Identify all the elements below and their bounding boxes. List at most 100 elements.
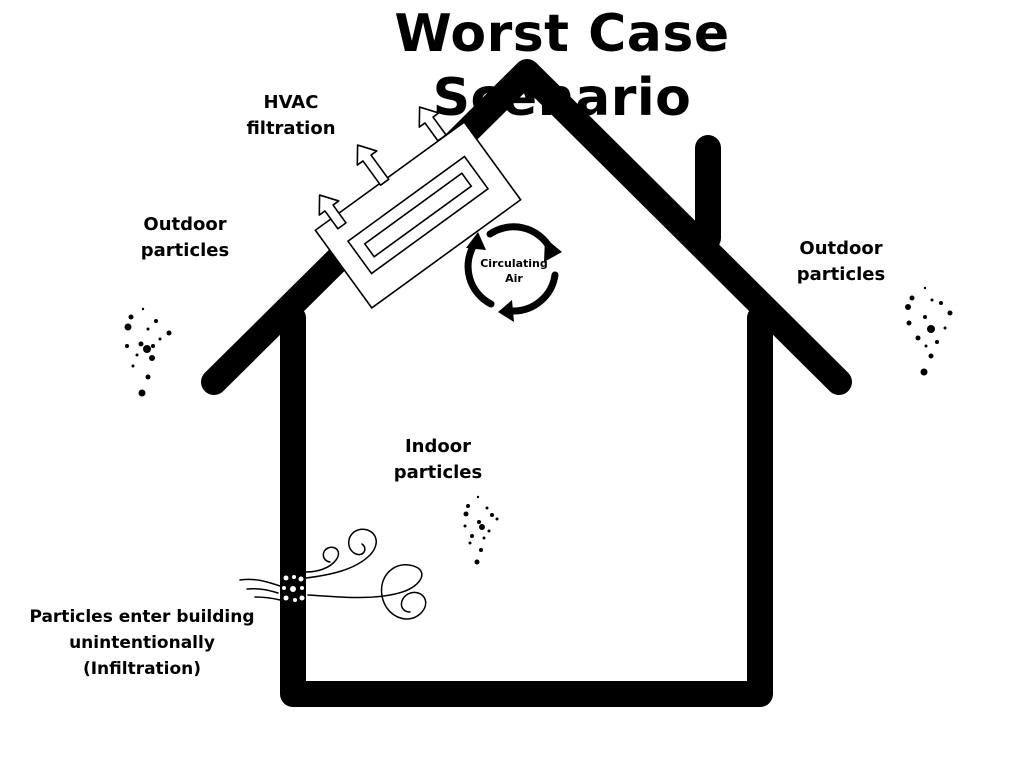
infiltration-line2: unintentionally (69, 633, 215, 653)
particle-dot (146, 327, 150, 331)
hvac-filter-icon (314, 120, 522, 310)
wind-swirl-small (305, 546, 340, 573)
infiltration-line1: Particles enter building (29, 607, 255, 627)
wind-swirl-lower (307, 563, 427, 620)
infiltration-line3: (Infiltration) (82, 659, 202, 679)
house-roof (201, 59, 852, 395)
arrowhead (498, 300, 514, 322)
circulating-line2: Air (505, 272, 523, 285)
hvac-label-line2: filtration (246, 118, 336, 139)
indoor-particles-label: Indoor particles (378, 434, 498, 486)
particle-dot (128, 314, 134, 320)
particle-dot (477, 520, 481, 524)
particle-dot (487, 529, 491, 533)
wind-line-left-1 (239, 578, 281, 587)
up-arrow-icon (356, 144, 390, 187)
up-arrow-icons (318, 106, 447, 230)
outdoor-left-line1: Outdoor (143, 214, 227, 235)
particle-dot (939, 301, 943, 305)
particle-dot (920, 368, 928, 376)
particle-dot (124, 323, 132, 331)
outdoor-right-line1: Outdoor (799, 238, 883, 259)
house-walls (280, 305, 773, 707)
particle-dot (468, 541, 472, 545)
wind-line-left-2 (246, 588, 279, 594)
particle-dot (131, 364, 135, 368)
particle-dot (298, 576, 304, 582)
particle-dot (485, 506, 489, 510)
particle-dot (151, 344, 155, 348)
particle-dot (466, 504, 470, 508)
particle-dot (482, 536, 486, 540)
hvac-label-line1: HVAC (263, 92, 319, 113)
house-outline (201, 59, 852, 707)
hvac-filter-inner (363, 172, 473, 258)
particle-cluster-left (124, 307, 172, 397)
particle-dot (300, 586, 304, 590)
wind-swirl-icon (239, 528, 427, 620)
infiltration-particles (282, 575, 305, 602)
particle-dot (479, 524, 485, 530)
particle-dot (283, 575, 289, 581)
particle-dot (125, 344, 129, 348)
particle-dot (293, 598, 297, 602)
circ-arc-1 (486, 223, 554, 252)
indoor-line2: particles (393, 462, 483, 483)
particle-dot (935, 340, 939, 344)
circ-arc-2 (508, 271, 559, 315)
particle-dot (906, 320, 912, 326)
particle-dot (928, 353, 934, 359)
circulating-arrowheads (466, 232, 562, 322)
particle-dot (476, 495, 480, 499)
particle-dot (292, 575, 296, 579)
particle-dot (135, 353, 139, 357)
up-arrow-icon (318, 194, 347, 230)
particle-dot (905, 304, 911, 310)
particle-dot (463, 524, 467, 528)
particle-dot (930, 298, 934, 302)
particle-cluster-right (905, 286, 953, 376)
particle-dot (909, 295, 915, 301)
particle-dot (143, 345, 151, 353)
particle-dot (947, 310, 953, 316)
particle-dot (923, 315, 927, 319)
indoor-line1: Indoor (404, 436, 471, 457)
infiltration-label: Particles enter building unintentionally… (22, 604, 262, 682)
outdoor-right-line2: particles (796, 264, 886, 285)
particle-dot (282, 586, 286, 590)
arrowhead (466, 232, 486, 250)
wind-swirl-upper (305, 528, 377, 579)
particle-dot (145, 374, 151, 380)
particle-dot (943, 326, 947, 330)
outdoor-left-line2: particles (140, 240, 230, 261)
particle-dot (924, 344, 928, 348)
particle-dot (158, 337, 162, 341)
particle-dot (138, 341, 144, 347)
outdoor-particles-right-label: Outdoor particles (781, 236, 901, 288)
circulating-line1: Circulating (480, 257, 548, 270)
circ-arc-3 (464, 241, 495, 308)
particle-dot (479, 548, 483, 552)
particle-dot (154, 319, 158, 323)
particle-dot (283, 595, 289, 601)
particle-dot (149, 355, 155, 361)
particle-dot (490, 513, 494, 517)
particle-dot (166, 330, 172, 336)
particle-dot (138, 389, 146, 397)
particle-dot (923, 286, 927, 290)
circulating-air-label: Circulating Air (472, 256, 556, 286)
arrowhead (544, 238, 562, 262)
particle-dot (141, 307, 145, 311)
particle-dot (474, 559, 480, 565)
outdoor-particles-left-label: Outdoor particles (125, 212, 245, 264)
particle-dot (495, 517, 499, 521)
up-arrow-icon (418, 106, 447, 142)
particle-dot (290, 586, 296, 592)
particle-dot (927, 325, 935, 333)
hvac-label: HVAC filtration (231, 90, 351, 142)
particle-cluster-indoor (463, 495, 499, 565)
particle-dot (915, 335, 921, 341)
particle-dot (463, 511, 469, 517)
